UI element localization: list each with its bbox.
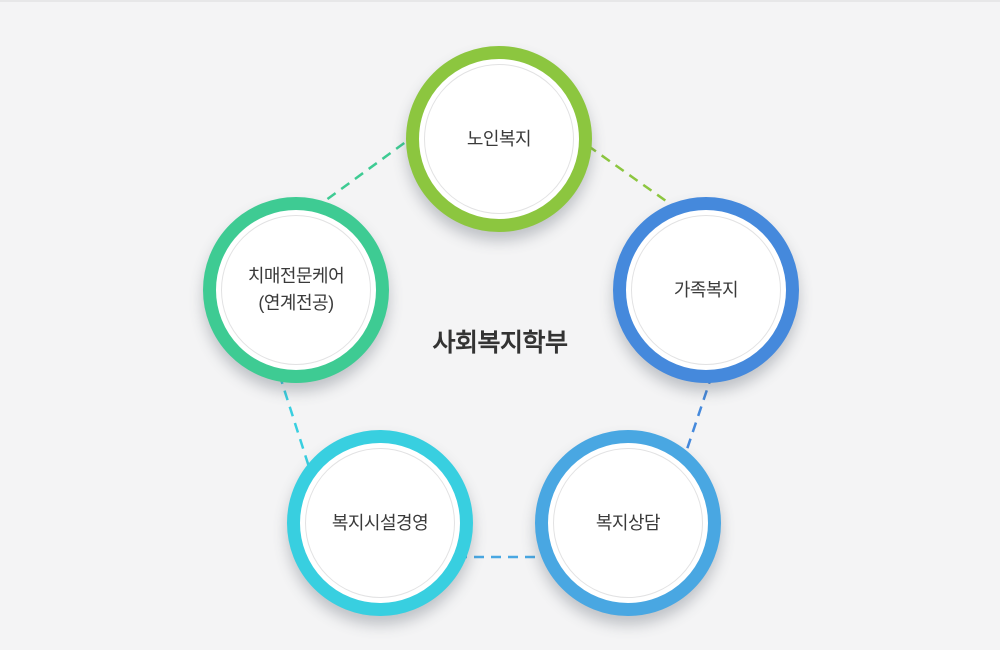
node-label: 복지시설경영	[331, 512, 429, 533]
node-label: 복지상담	[595, 512, 661, 533]
node-label: 치매전문케어 (연계전공)	[247, 263, 345, 317]
node-welfare-counseling: 복지상담	[535, 430, 721, 616]
node-welfare-facility-management: 복지시설경영	[287, 430, 473, 616]
node-label: 가족복지	[673, 279, 739, 300]
node-label: 노인복지	[466, 128, 532, 149]
node-label-line2: (연계전공)	[258, 293, 334, 313]
diagram-title: 사회복지학부	[432, 329, 568, 357]
node-elderly-welfare: 노인복지	[406, 46, 592, 232]
node-label-line1: 치매전문케어	[247, 266, 345, 286]
